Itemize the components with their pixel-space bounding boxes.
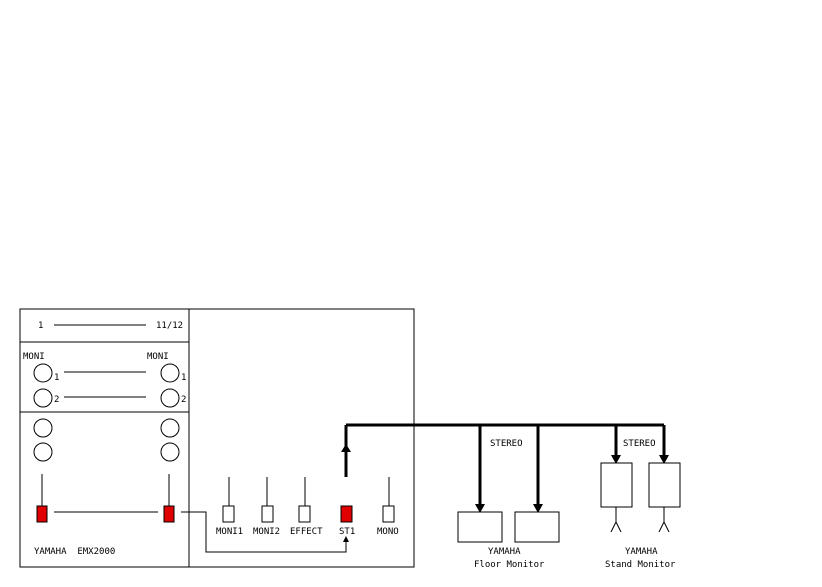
mixer-brand-model: YAMAHA EMX2000 — [34, 547, 115, 557]
output-cabling: STEREO STEREO — [341, 423, 669, 513]
floor-monitor-right — [514, 511, 560, 543]
knob — [160, 442, 180, 462]
moni2-knob-right — [160, 388, 180, 408]
moni2-fader — [261, 505, 274, 523]
moni2-label: MONI2 — [253, 527, 280, 537]
down-arrow-icon — [611, 455, 621, 464]
effect-fader — [298, 505, 311, 523]
mixer-panel: 1 11/12 MONI MONI 1 1 2 2 YAMAHA EMX2000 — [19, 308, 415, 568]
stand-monitors: YAMAHA Stand Monitor — [600, 462, 681, 570]
master-section: MONI1 MONI2 EFFECT ST1 MONO — [181, 477, 399, 553]
moni-left-label: MONI — [23, 352, 45, 362]
channel-last-label: 11/12 — [156, 321, 183, 331]
knob-number-1: 1 — [54, 373, 59, 383]
knob — [33, 418, 53, 438]
floor-monitor-name: Floor Monitor — [474, 560, 545, 570]
knob-number-2: 2 — [54, 395, 59, 405]
routing-arrow-icon — [343, 536, 349, 542]
floor-monitor-brand: YAMAHA — [488, 547, 521, 557]
mono-label: MONO — [377, 527, 399, 537]
stand-monitor-name: Stand Monitor — [605, 560, 676, 570]
knob — [160, 418, 180, 438]
knob-number-1: 1 — [181, 373, 186, 383]
floor-monitor-left — [457, 511, 503, 543]
floor-stereo-label: STEREO — [490, 439, 523, 449]
moni1-label: MONI1 — [216, 527, 243, 537]
stand-monitor-left — [600, 462, 633, 508]
stand-monitor-right — [648, 462, 681, 508]
stand-stereo-label: STEREO — [623, 439, 656, 449]
moni-right-label: MONI — [147, 352, 169, 362]
moni1-knob-left — [33, 363, 53, 383]
st1-label: ST1 — [339, 527, 355, 537]
effect-label: EFFECT — [290, 527, 323, 537]
stand-tripod-icon — [658, 520, 670, 533]
knob — [33, 442, 53, 462]
channel-first-label: 1 — [38, 321, 43, 331]
mixer-outer-frame — [19, 308, 415, 568]
stand-monitor-brand: YAMAHA — [625, 547, 658, 557]
down-arrow-icon — [475, 504, 485, 513]
channel-fader-right — [163, 505, 175, 523]
moni1-fader — [222, 505, 235, 523]
moni1-knob-right — [160, 363, 180, 383]
floor-monitors: YAMAHA Floor Monitor — [457, 511, 560, 570]
channel-fader-left — [36, 505, 48, 523]
stand-tripod-icon — [610, 520, 622, 533]
down-arrow-icon — [659, 455, 669, 464]
routing-line — [181, 511, 347, 553]
st1-fader — [340, 505, 353, 523]
moni2-knob-left — [33, 388, 53, 408]
knob-number-2: 2 — [181, 395, 186, 405]
mono-fader — [382, 505, 395, 523]
down-arrow-icon — [533, 504, 543, 513]
